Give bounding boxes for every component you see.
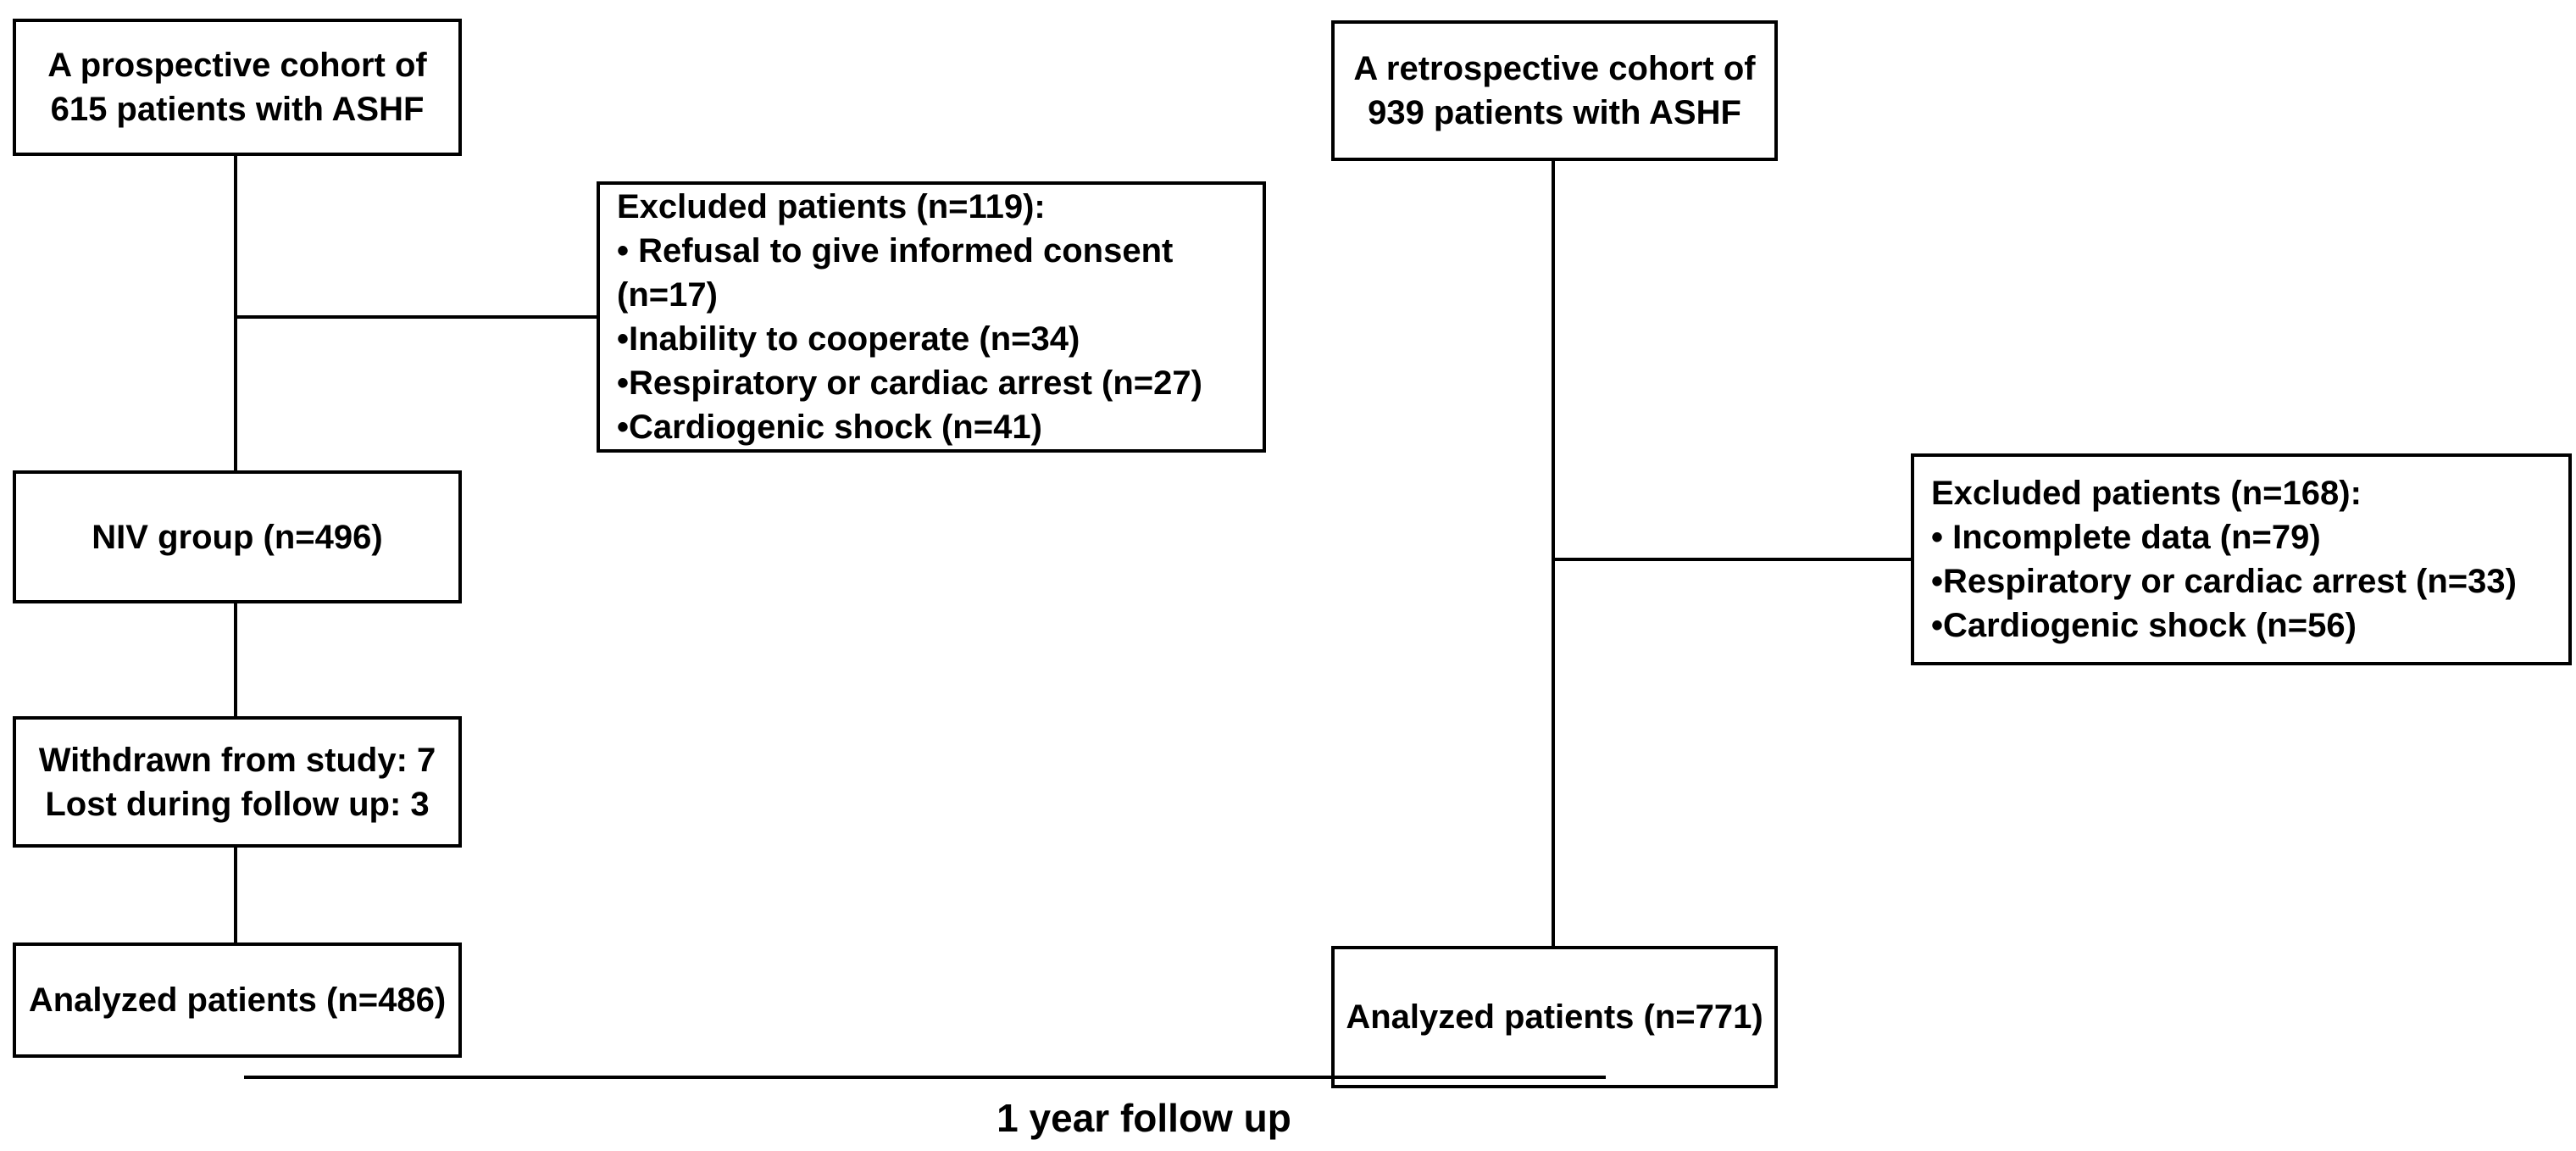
analyzed-left-label: Analyzed patients (n=486)	[28, 981, 447, 1019]
withdrawn-lost-box: Withdrawn from study: 7 Lost during foll…	[13, 716, 462, 848]
excluded-left-item-refusal: • Refusal to give informed consent	[617, 232, 1174, 270]
excluded-right-item-arrest: •Respiratory or cardiac arrest (n=33)	[1931, 563, 2517, 600]
retrospective-cohort-box: A retrospective cohort of 939 patients w…	[1331, 20, 1778, 161]
right-horizontal-connector-to-excluded	[1552, 558, 1914, 561]
left-vertical-connector-bottom	[234, 848, 237, 942]
retrospective-cohort-line-1: A retrospective cohort of	[1353, 50, 1756, 87]
excluded-right-item-shock: •Cardiogenic shock (n=56)	[1931, 607, 2357, 644]
excluded-left-item-shock: •Cardiogenic shock (n=41)	[617, 409, 1042, 446]
excluded-patients-right-box: Excluded patients (n=168): • Incomplete …	[1911, 453, 2572, 665]
niv-group-label: NIV group (n=496)	[92, 518, 383, 556]
excluded-patients-left-box: Excluded patients (n=119): • Refusal to …	[597, 181, 1266, 453]
excluded-left-heading: Excluded patients (n=119):	[617, 188, 1046, 225]
analyzed-patients-left-box: Analyzed patients (n=486)	[13, 942, 462, 1058]
follow-up-label: 1 year follow up	[997, 1096, 1291, 1140]
retrospective-cohort-line-2: 939 patients with ASHF	[1368, 94, 1741, 131]
right-vertical-connector	[1552, 161, 1555, 946]
excluded-right-item-incomplete: • Incomplete data (n=79)	[1931, 519, 2321, 556]
left-horizontal-connector-to-excluded	[234, 315, 600, 319]
follow-up-line	[244, 1076, 1606, 1079]
withdrawn-line: Withdrawn from study: 7	[38, 741, 436, 779]
analyzed-right-label: Analyzed patients (n=771)	[1346, 998, 1763, 1036]
excluded-right-heading: Excluded patients (n=168):	[1931, 475, 2362, 512]
excluded-left-item-refusal-count: (n=17)	[617, 276, 718, 314]
prospective-cohort-line-1: A prospective cohort of	[47, 47, 427, 84]
prospective-cohort-box: A prospective cohort of 615 patients wit…	[13, 19, 462, 156]
lost-follow-up-line: Lost during follow up: 3	[45, 785, 430, 823]
excluded-left-item-inability: •Inability to cooperate (n=34)	[617, 320, 1080, 358]
left-vertical-connector-middle	[234, 603, 237, 716]
excluded-left-item-arrest: •Respiratory or cardiac arrest (n=27)	[617, 364, 1202, 402]
analyzed-patients-right-box: Analyzed patients (n=771)	[1331, 946, 1778, 1088]
niv-group-box: NIV group (n=496)	[13, 470, 462, 603]
prospective-cohort-line-2: 615 patients with ASHF	[50, 91, 425, 128]
left-vertical-connector-top	[234, 156, 237, 470]
